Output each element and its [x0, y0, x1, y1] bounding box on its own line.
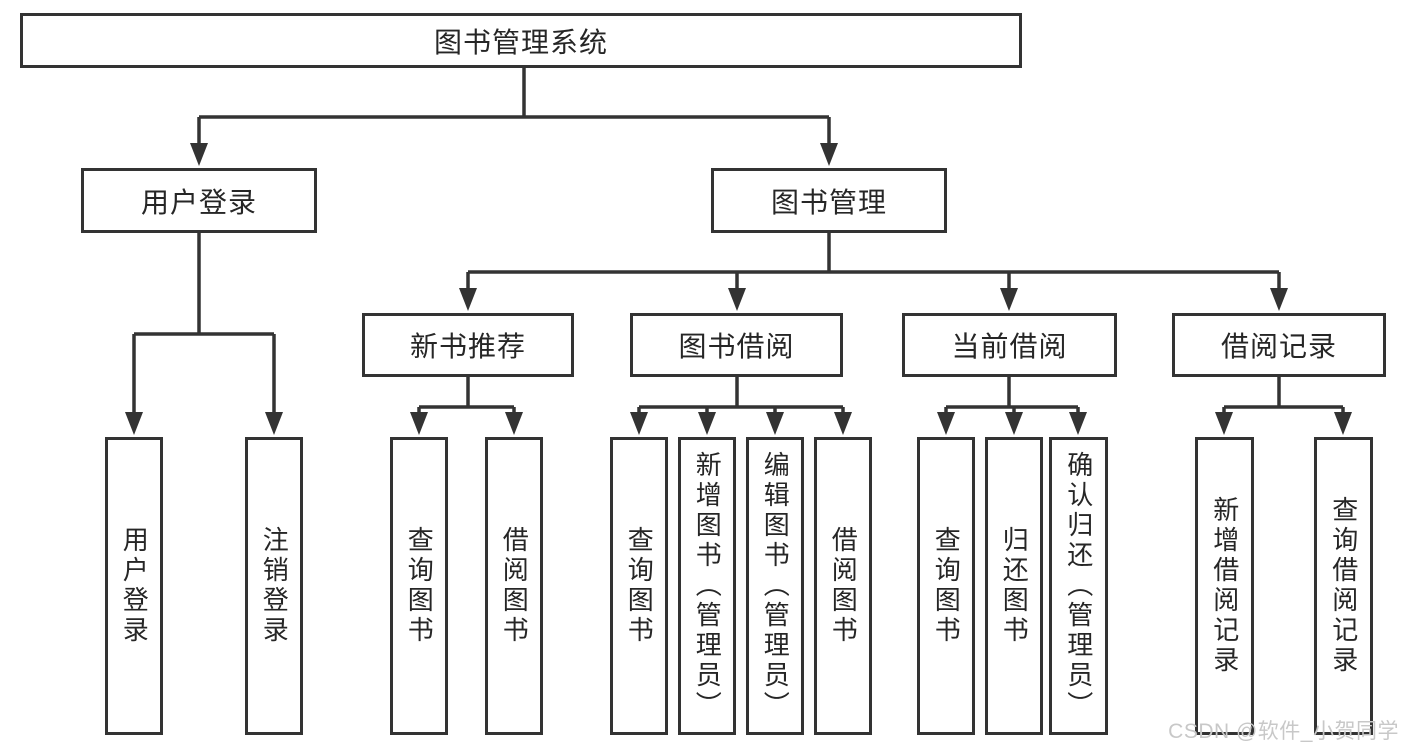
edge-userlogin-to-leaves: [132, 233, 276, 417]
arrow-down-icon: [459, 288, 477, 311]
edge-records-to-leaves: [1222, 377, 1345, 417]
node-root: 图书管理系统: [20, 13, 1022, 68]
leaf-borrow-books-recommend: 借阅图书: [485, 437, 543, 735]
leaf-query-books-recommend-label: 查询图书: [404, 526, 435, 646]
leaf-query-books-current-label: 查询图书: [931, 526, 962, 646]
node-new-book-recommendation: 新书推荐: [362, 313, 574, 377]
leaf-logout: 注销登录: [245, 437, 303, 735]
arrow-down-icon: [834, 412, 852, 435]
arrow-down-icon: [698, 412, 716, 435]
leaf-return-books-label: 归还图书: [999, 526, 1030, 646]
leaf-user-login-label: 用户登录: [119, 526, 150, 646]
arrow-down-icon: [1005, 412, 1023, 435]
edge-root-to-level2: [197, 68, 831, 148]
leaf-borrow-books-label: 借阅图书: [828, 526, 859, 646]
arrow-down-icon: [728, 288, 746, 311]
arrow-down-icon: [190, 143, 208, 166]
edge-current-to-leaves: [944, 377, 1080, 417]
arrow-down-icon: [820, 143, 838, 166]
arrow-down-icon: [1270, 288, 1288, 311]
leaf-query-books-recommend: 查询图书: [390, 437, 448, 735]
leaf-borrow-books: 借阅图书: [814, 437, 872, 735]
leaf-logout-label: 注销登录: [259, 526, 290, 646]
leaf-confirm-return-admin: 确认归还（管理员）: [1049, 437, 1108, 735]
arrow-down-icons: [125, 143, 1352, 435]
leaf-add-borrow-record: 新增借阅记录: [1195, 437, 1254, 735]
node-borrowing-records: 借阅记录: [1172, 313, 1386, 377]
leaf-user-login: 用户登录: [105, 437, 163, 735]
leaf-add-books-admin: 新增图书（管理员）: [678, 437, 736, 735]
leaf-borrow-books-recommend-label: 借阅图书: [499, 526, 530, 646]
arrow-down-icon: [1334, 412, 1352, 435]
leaf-return-books: 归还图书: [985, 437, 1043, 735]
node-book-borrowing: 图书借阅: [630, 313, 843, 377]
arrow-down-icon: [766, 412, 784, 435]
arrow-down-icon: [937, 412, 955, 435]
leaf-query-books-borrow: 查询图书: [610, 437, 668, 735]
arrow-down-icon: [265, 412, 283, 435]
edge-borrowing-to-leaves: [637, 377, 845, 417]
node-book-management: 图书管理: [711, 168, 947, 233]
leaf-query-borrow-record-label: 查询借阅记录: [1328, 496, 1359, 676]
leaf-edit-books-admin-label: 编辑图书（管理员）: [760, 451, 791, 721]
node-user-login: 用户登录: [81, 168, 317, 233]
leaf-add-borrow-record-label: 新增借阅记录: [1209, 496, 1240, 676]
arrow-down-icon: [505, 412, 523, 435]
arrow-down-icon: [410, 412, 428, 435]
watermark: CSDN @软件_小贺同学: [1168, 720, 1399, 743]
leaf-query-borrow-record: 查询借阅记录: [1314, 437, 1373, 735]
leaf-query-books-current: 查询图书: [917, 437, 975, 735]
leaf-query-books-borrow-label: 查询图书: [624, 526, 655, 646]
edge-recommend-to-leaves: [417, 377, 516, 417]
node-current-borrowing: 当前借阅: [902, 313, 1117, 377]
edge-bookmgmt-to-level3: [466, 233, 1281, 293]
arrow-down-icon: [630, 412, 648, 435]
leaf-add-books-admin-label: 新增图书（管理员）: [692, 451, 723, 721]
arrow-down-icon: [1069, 412, 1087, 435]
arrow-down-icon: [1000, 288, 1018, 311]
arrow-down-icon: [125, 412, 143, 435]
arrow-down-icon: [1215, 412, 1233, 435]
leaf-edit-books-admin: 编辑图书（管理员）: [746, 437, 804, 735]
leaf-confirm-return-admin-label: 确认归还（管理员）: [1063, 451, 1094, 721]
